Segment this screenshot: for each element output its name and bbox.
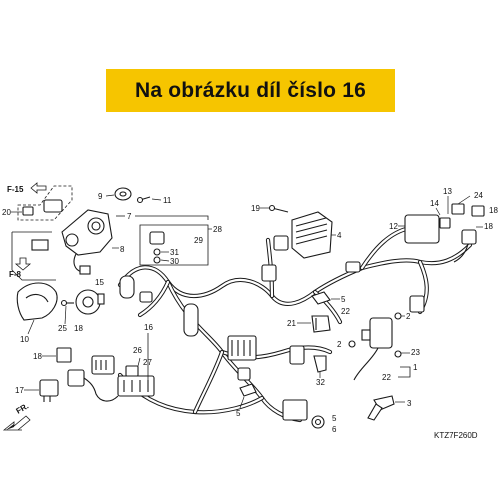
ref-fr: FR.	[15, 401, 31, 415]
part-label-2a: 2	[406, 312, 411, 321]
part-label-5a: 5	[341, 295, 346, 304]
part-label-30: 30	[170, 257, 179, 266]
part-label-23: 23	[411, 348, 420, 357]
bolt-20	[22, 206, 34, 216]
part-label-18c: 18	[33, 352, 42, 361]
ref-f15: F-15	[7, 185, 24, 194]
part-label-19: 19	[251, 204, 260, 213]
part-label-5c: 5	[332, 414, 337, 423]
fuse-block	[67, 355, 155, 402]
spark-plug-cap-3	[367, 395, 395, 421]
clamp-5c	[311, 415, 325, 429]
turn-signal-relay-17	[39, 379, 59, 402]
part-label-4: 4	[337, 231, 342, 240]
ignition-switch	[61, 209, 113, 275]
part-label-22b: 22	[382, 373, 391, 382]
cover-10	[16, 282, 58, 321]
part-label-29: 29	[194, 236, 203, 245]
clip-32	[313, 355, 327, 373]
ref-arrow-down-icon	[14, 257, 32, 271]
bolt-2a	[394, 312, 402, 320]
horn-15	[75, 289, 105, 315]
ignition-coil	[353, 317, 393, 381]
banner-text: Na obrázku díl číslo 16	[134, 78, 366, 102]
part-label-25: 25	[58, 324, 67, 333]
part-label-18b: 18	[484, 222, 493, 231]
bolt-23	[394, 350, 402, 358]
part-label-11: 11	[163, 196, 172, 205]
part-label-32: 32	[316, 378, 325, 387]
wire-coils	[119, 275, 199, 337]
clamp-5	[311, 291, 331, 305]
part-label-18a: 18	[489, 206, 498, 215]
part-label-12: 12	[389, 222, 398, 231]
regulator-rectifier	[273, 211, 333, 259]
title-banner: Na obrázku díl číslo 16	[106, 69, 395, 112]
part-9	[114, 187, 132, 201]
detail-outline	[17, 185, 73, 221]
relay-18a	[471, 205, 485, 217]
switch-part	[31, 239, 49, 251]
part-label-3: 3	[407, 399, 412, 408]
part-label-8: 8	[120, 245, 125, 254]
part-label-14: 14	[430, 199, 439, 208]
part-label-21: 21	[287, 319, 296, 328]
bolt-11	[136, 196, 151, 204]
bolt-25	[60, 299, 74, 307]
part-label-7: 7	[127, 212, 132, 221]
ref-arrow-left-icon	[30, 182, 47, 194]
part-label-28: 28	[213, 225, 222, 234]
part-label-2b: 2	[337, 340, 342, 349]
bolt-2b	[348, 340, 356, 348]
diagram-code: KTZ7F260D	[434, 431, 478, 440]
fuse-box-18	[56, 347, 72, 363]
connector-18b	[453, 229, 477, 263]
bracket-21	[311, 315, 331, 333]
part-label-26: 26	[133, 346, 142, 355]
relay-12	[404, 203, 465, 244]
clamp-5b	[239, 383, 257, 397]
part-label-1: 1	[413, 363, 418, 372]
ref-f8: F-8	[9, 270, 22, 279]
part-label-6: 6	[332, 425, 337, 434]
part-label-16: 16	[144, 323, 153, 332]
part-label-20: 20	[2, 208, 11, 217]
part-label-22a: 22	[341, 307, 350, 316]
part-label-31: 31	[170, 248, 179, 257]
part-label-27: 27	[143, 358, 152, 367]
part-label-24: 24	[474, 191, 483, 200]
part-label-17: 17	[15, 386, 24, 395]
part-label-9: 9	[98, 192, 103, 201]
bolt-19	[268, 204, 289, 213]
part-label-15: 15	[95, 278, 104, 287]
part-label-13: 13	[443, 187, 452, 196]
switch-connector	[43, 199, 63, 213]
key-cylinder-part	[149, 231, 165, 264]
part-label-18d: 18	[74, 324, 83, 333]
part-label-10: 10	[20, 335, 29, 344]
front-arrow-icon	[2, 415, 31, 431]
harness-connectors	[139, 261, 425, 421]
part-label-5b: 5	[236, 409, 241, 418]
